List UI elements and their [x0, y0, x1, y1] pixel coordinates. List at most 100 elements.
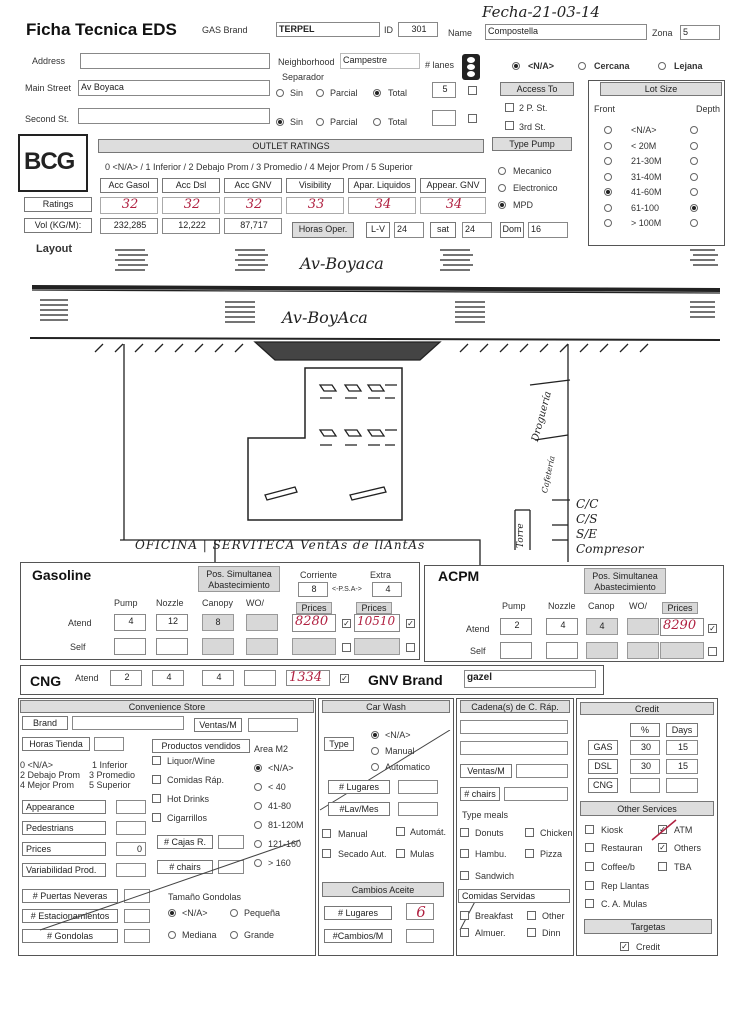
- acpm-self-field[interactable]: [586, 642, 618, 659]
- lot-depth-radio[interactable]: [690, 203, 698, 212]
- neighborhood-field[interactable]: Campestre: [340, 53, 420, 69]
- gasoline-self-field[interactable]: [202, 638, 234, 655]
- producto-check[interactable]: [152, 813, 161, 822]
- acpm-atend-field[interactable]: 4: [546, 618, 578, 635]
- outlet-rating-field[interactable]: 32: [162, 197, 220, 214]
- area-radio[interactable]: [254, 783, 262, 791]
- carwash-lugares-field[interactable]: [398, 780, 438, 794]
- gasoline-atend-field[interactable]: 12: [156, 614, 188, 631]
- cw-auto-check[interactable]: [396, 827, 405, 836]
- store-rating-field[interactable]: [116, 863, 146, 877]
- second-st-field[interactable]: [78, 108, 270, 124]
- srv-dinn-check[interactable]: [527, 928, 536, 937]
- lot-front-radio[interactable]: [604, 141, 612, 150]
- lanes-check[interactable]: [468, 86, 477, 95]
- lot-depth-radio[interactable]: [690, 219, 698, 227]
- credit-days-field[interactable]: 15: [666, 740, 698, 755]
- lot-front-radio[interactable]: [604, 157, 612, 165]
- store-rating-field[interactable]: [116, 800, 146, 814]
- carwash-auto-radio[interactable]: [371, 763, 379, 771]
- service-check[interactable]: [585, 862, 594, 871]
- main-sep-total-radio[interactable]: [373, 89, 381, 97]
- outlet-vol-field[interactable]: 232,285: [100, 218, 158, 234]
- proximity-cercana-radio[interactable]: [578, 62, 586, 70]
- outlet-rating-field[interactable]: 34: [348, 197, 416, 214]
- access-3rd-check[interactable]: [505, 121, 514, 130]
- lv-field[interactable]: 24: [394, 222, 424, 238]
- targetas-credit-check[interactable]: ✓: [620, 942, 629, 951]
- dom-field[interactable]: 16: [528, 222, 568, 238]
- price-extra-field[interactable]: 10510: [354, 614, 400, 632]
- cw-manual-check[interactable]: [322, 829, 331, 838]
- cambios-lugares-field[interactable]: 6: [406, 903, 434, 920]
- cadena-ventas-field[interactable]: [516, 764, 568, 778]
- cng-nozzle-field[interactable]: 4: [152, 670, 184, 686]
- meal-sandwich-check[interactable]: [460, 871, 469, 880]
- lanes-field[interactable]: 5: [432, 82, 456, 98]
- zona-field[interactable]: 5: [680, 25, 720, 40]
- lot-front-radio[interactable]: [604, 172, 612, 181]
- credit-pct-field[interactable]: 30: [630, 759, 660, 774]
- meal-chicken-check[interactable]: [525, 828, 534, 837]
- cadena-field-2[interactable]: [460, 741, 568, 755]
- store-rating-field[interactable]: [116, 821, 146, 835]
- pump-mecanico-radio[interactable]: [498, 167, 506, 175]
- srv-other-check[interactable]: [527, 911, 536, 920]
- cng-pump-field[interactable]: 2: [110, 670, 142, 686]
- cng-price-check[interactable]: ✓: [340, 674, 349, 683]
- pump-electronico-radio[interactable]: [498, 184, 506, 192]
- lot-depth-radio[interactable]: [690, 157, 698, 165]
- gas-brand-field[interactable]: TERPEL: [276, 22, 380, 37]
- cng-canopy-field[interactable]: 4: [202, 670, 234, 686]
- credit-pct-field[interactable]: 30: [630, 740, 660, 755]
- proximity-na-radio[interactable]: [512, 62, 520, 70]
- tam-grande-radio[interactable]: [230, 931, 238, 939]
- area-radio[interactable]: [254, 840, 262, 848]
- price-corriente-field[interactable]: 8280: [292, 614, 336, 632]
- gondolas-field[interactable]: [124, 929, 150, 943]
- cambios-mes-field[interactable]: [406, 929, 434, 943]
- gasoline-atend-field[interactable]: [246, 614, 278, 631]
- store-chairs-field[interactable]: [218, 860, 244, 874]
- area-radio[interactable]: [254, 859, 262, 867]
- producto-check[interactable]: [152, 775, 161, 784]
- id-field[interactable]: 301: [398, 22, 438, 37]
- outlet-rating-field[interactable]: 32: [224, 197, 282, 214]
- cadena-chairs-field[interactable]: [504, 787, 568, 801]
- second-sep-total-radio[interactable]: [373, 118, 381, 126]
- gasoline-self-field[interactable]: [246, 638, 278, 655]
- service-check[interactable]: [658, 862, 667, 871]
- cng-wo-field[interactable]: [244, 670, 276, 686]
- gasoline-atend-field[interactable]: 4: [114, 614, 146, 631]
- acpm-self-field[interactable]: [627, 642, 659, 659]
- producto-check[interactable]: [152, 756, 161, 765]
- lot-depth-radio[interactable]: [690, 172, 698, 181]
- lot-front-radio[interactable]: [604, 188, 612, 196]
- area-radio[interactable]: [254, 821, 262, 829]
- outlet-vol-field[interactable]: 12,222: [162, 218, 220, 234]
- main-sep-sin-radio[interactable]: [276, 89, 284, 97]
- lot-front-radio[interactable]: [604, 126, 612, 134]
- second-lanes-field[interactable]: [432, 110, 456, 126]
- acpm-price-check[interactable]: ✓: [708, 624, 717, 633]
- address-field[interactable]: [80, 53, 270, 69]
- acpm-atend-field[interactable]: 2: [500, 618, 532, 635]
- pump-mpd-radio[interactable]: [498, 201, 506, 209]
- extra-field[interactable]: 4: [372, 582, 402, 597]
- meal-pizza-check[interactable]: [525, 849, 534, 858]
- gasoline-self-price-2[interactable]: [354, 638, 400, 655]
- outlet-rating-field[interactable]: 33: [286, 197, 344, 214]
- lot-depth-radio[interactable]: [690, 188, 698, 196]
- gasoline-self-check-2[interactable]: [406, 643, 415, 652]
- corriente-field[interactable]: 8: [298, 582, 328, 597]
- gasoline-self-field[interactable]: [114, 638, 146, 655]
- cajas-field[interactable]: [218, 835, 244, 849]
- tam-mediana-radio[interactable]: [168, 931, 176, 939]
- area-radio[interactable]: [254, 764, 262, 772]
- area-radio[interactable]: [254, 802, 262, 810]
- carwash-na-radio[interactable]: [371, 731, 379, 739]
- service-check[interactable]: [585, 899, 594, 908]
- lot-depth-radio[interactable]: [690, 126, 698, 134]
- gasoline-atend-field[interactable]: 8: [202, 614, 234, 631]
- acpm-self-price[interactable]: [660, 642, 704, 659]
